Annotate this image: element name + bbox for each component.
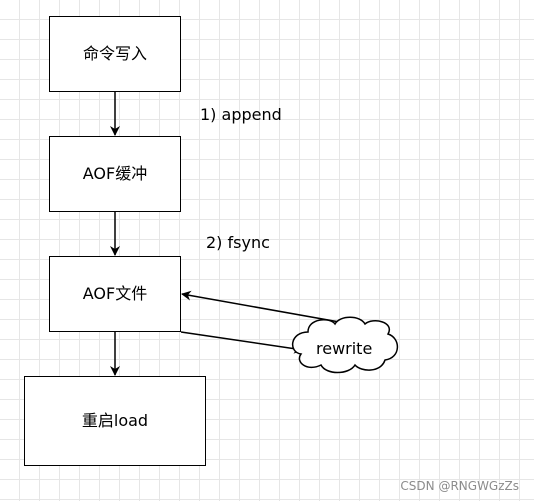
arrow-rewrite-to-file (181, 290, 346, 324)
aof-file-box: AOF文件 (49, 256, 181, 332)
append-edge-label: 1) append (200, 105, 282, 124)
command-write-label: 命令写入 (82, 44, 147, 63)
aof-buffer-box: AOF缓冲 (49, 136, 181, 212)
watermark: CSDN @RNGWGzZs (400, 479, 519, 493)
rewrite-cloud-label: rewrite (316, 339, 373, 358)
arrow-file-to-rewrite (180, 331, 304, 354)
rewrite-cloud-shape (292, 316, 399, 374)
restart-load-box: 重启load (24, 376, 206, 466)
restart-load-label: 重启load (81, 411, 149, 430)
fsync-edge-label: 2) fsync (206, 233, 270, 252)
aof-file-label: AOF文件 (82, 284, 148, 303)
command-write-box: 命令写入 (49, 16, 181, 92)
aof-buffer-label: AOF缓冲 (82, 164, 148, 183)
